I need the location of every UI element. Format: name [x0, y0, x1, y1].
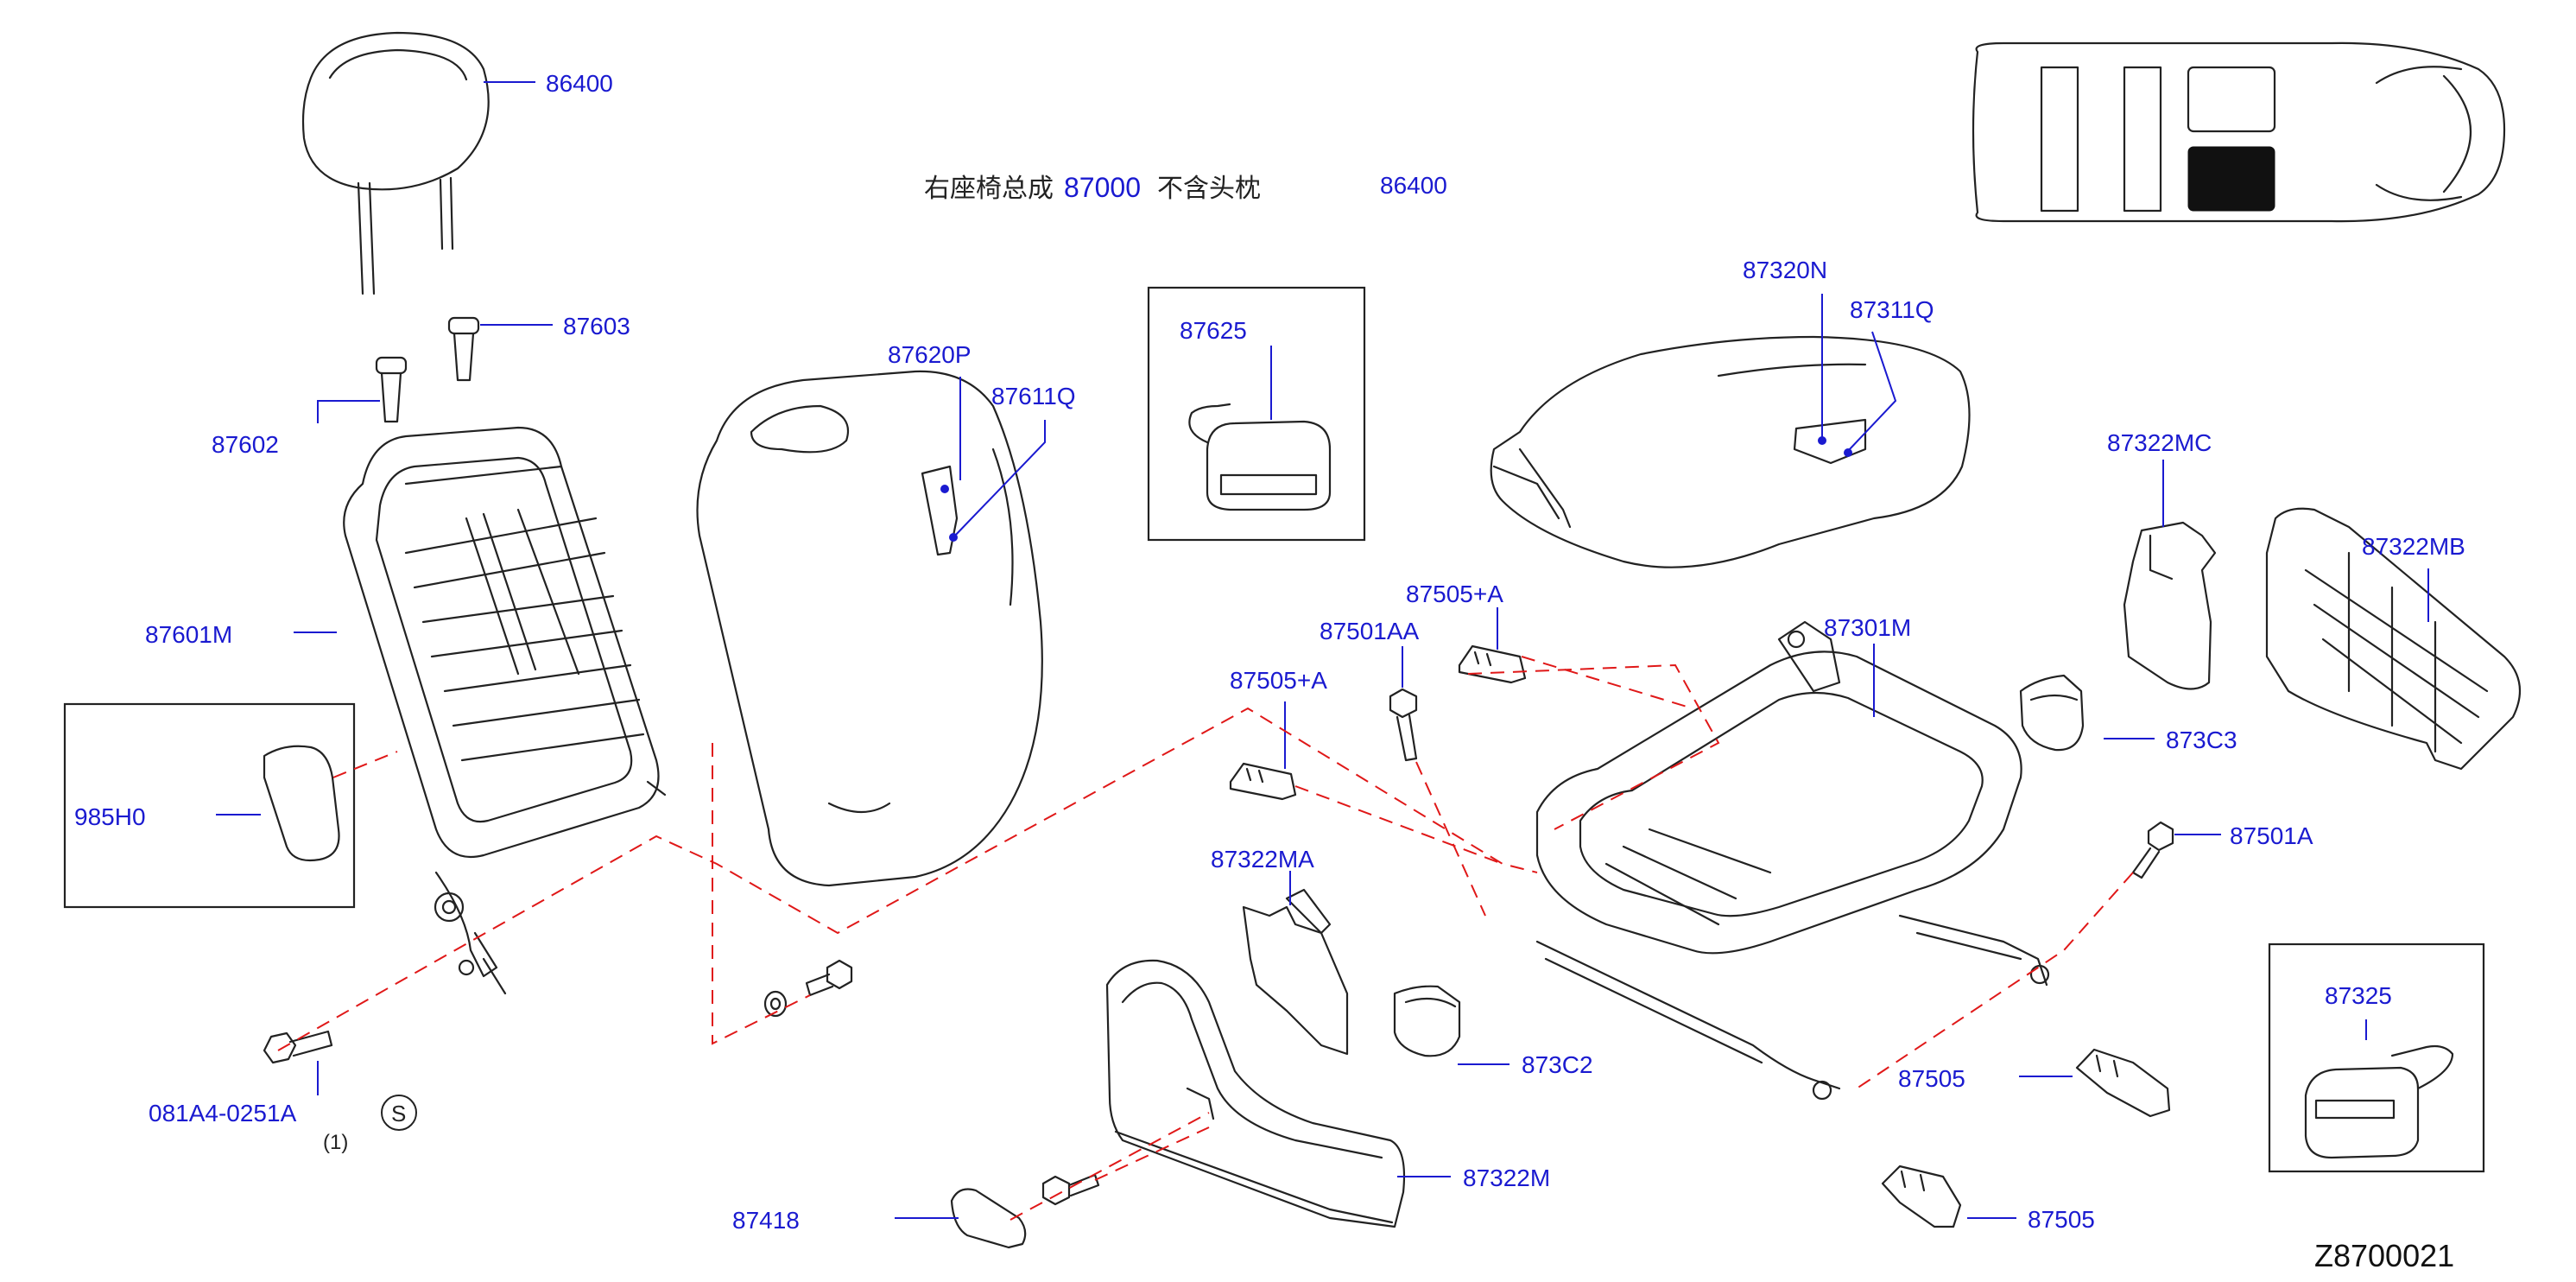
screw-knob[interactable]: [1041, 1173, 1100, 1206]
box-985H0: [63, 702, 356, 909]
bolt-seatback-pivot[interactable]: [805, 959, 853, 997]
label-87325[interactable]: 87325: [2325, 982, 2392, 1009]
seatback-pad-87620P[interactable]: [696, 370, 1043, 887]
label-87505A-left[interactable]: 87505+A: [1230, 667, 1327, 694]
label-87501A[interactable]: 87501A: [2230, 822, 2313, 849]
cover-873C2[interactable]: [1393, 985, 1461, 1057]
label-87603[interactable]: 87603: [563, 313, 630, 340]
drawing-code: Z8700021: [2314, 1238, 2454, 1273]
title-note: 不含头枕: [1157, 174, 1261, 204]
bolt-081A4[interactable]: [263, 1030, 333, 1064]
label-87625[interactable]: 87625: [1180, 317, 1247, 344]
assembly-dashed-lines: [277, 656, 2134, 1221]
bolt-87501AA[interactable]: [1389, 688, 1418, 762]
diagram-title: 右座椅总成 87000 不含头枕 86400: [924, 172, 1447, 204]
clip-87505A-top[interactable]: [1458, 644, 1527, 684]
label-87501AA[interactable]: 87501AA: [1320, 618, 1420, 644]
vehicle-locator-icon: [1972, 41, 2506, 223]
label-87611Q[interactable]: 87611Q: [991, 383, 1076, 409]
title-chinese: 右座椅总成: [924, 174, 1054, 204]
lever-knob-87418[interactable]: [950, 1188, 1027, 1249]
nut[interactable]: [763, 990, 788, 1018]
side-airbag-985H0[interactable]: [263, 745, 340, 862]
sensor-pad-87625[interactable]: [1206, 420, 1332, 511]
label-87505A-top[interactable]: 87505+A: [1406, 581, 1503, 607]
clip-87505A-left[interactable]: [1229, 762, 1297, 801]
bolt-87501A[interactable]: [2131, 821, 2174, 879]
title-part-number[interactable]: 87000: [1064, 172, 1141, 203]
label-87322MB[interactable]: 87322MB: [2362, 533, 2465, 560]
box-87325: [2268, 942, 2485, 1173]
label-081A4-0251A[interactable]: 081A4-0251A: [149, 1100, 297, 1127]
quantity-note: (1): [323, 1131, 348, 1154]
label-87620P[interactable]: 87620P: [888, 341, 972, 368]
headrest-guide-87603[interactable]: [447, 316, 480, 382]
label-87505-right[interactable]: 87505: [1898, 1065, 1965, 1092]
label-87602[interactable]: 87602: [212, 431, 279, 458]
trim-87322MC[interactable]: [2123, 521, 2217, 690]
label-87322MC[interactable]: 87322MC: [2107, 429, 2212, 456]
label-87311Q[interactable]: 87311Q: [1850, 296, 1934, 323]
label-873C3[interactable]: 873C3: [2166, 727, 2237, 753]
cover-873C3[interactable]: [2019, 674, 2085, 752]
label-87301M[interactable]: 87301M: [1824, 614, 1911, 641]
label-86400[interactable]: 86400: [546, 70, 613, 97]
trim-87322MB[interactable]: [2265, 507, 2522, 771]
sensor-pad-87325[interactable]: [2304, 1066, 2420, 1159]
side-shield-87322M[interactable]: [1105, 959, 1406, 1228]
cushion-pad-87320N[interactable]: [1490, 335, 1971, 568]
label-985H0[interactable]: 985H0: [74, 803, 146, 830]
clip-87505-right[interactable]: [2075, 1048, 2171, 1118]
label-87322MA[interactable]: 87322MA: [1211, 846, 1314, 873]
headrest-86400[interactable]: [301, 31, 490, 295]
s-mark-circle: [381, 1095, 417, 1131]
label-87418[interactable]: 87418: [732, 1207, 800, 1234]
label-87505-bottom[interactable]: 87505: [2028, 1206, 2095, 1233]
clip-87505-bottom[interactable]: [1881, 1165, 1962, 1228]
headrest-guide-87602[interactable]: [375, 356, 408, 423]
s-mark: S: [391, 1101, 406, 1127]
box-87625: [1147, 286, 1366, 542]
seatback-frame-87601M[interactable]: [343, 426, 667, 995]
cushion-frame-87301M[interactable]: [1535, 620, 2050, 1101]
trim-87322MA[interactable]: [1242, 888, 1349, 1056]
label-87601M[interactable]: 87601M: [145, 621, 232, 648]
label-87320N[interactable]: 87320N: [1743, 257, 1827, 283]
label-87322M[interactable]: 87322M: [1463, 1165, 1550, 1191]
title-extra-part[interactable]: 86400: [1380, 172, 1447, 199]
label-873C2[interactable]: 873C2: [1522, 1051, 1593, 1078]
